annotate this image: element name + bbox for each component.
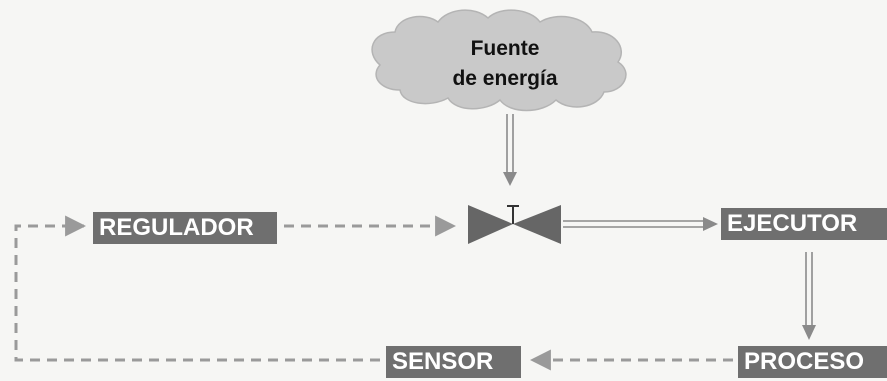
valve-icon [468,205,561,244]
regulador-block: REGULADOR [93,212,277,244]
energy-source-label: Fuente de energía [430,34,580,94]
ejecutor-to-proceso-arrow [802,252,816,340]
energy-source-line2: de energía [452,67,558,90]
valve-to-ejecutor-arrow [563,217,718,231]
proceso-block: PROCESO [738,346,887,378]
ejecutor-block: EJECUTOR [721,208,887,240]
energy-arrow [503,114,517,186]
sensor-block: SENSOR [386,346,521,378]
energy-source-line1: Fuente [470,37,540,60]
cloud-icon [371,9,627,112]
feedback-loop-signal [14,215,380,362]
